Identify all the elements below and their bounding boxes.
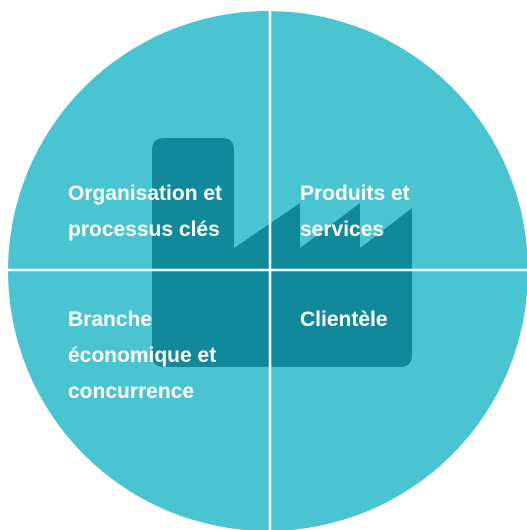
label-line: Branche: [68, 308, 153, 331]
label-line: Produits et: [300, 182, 410, 205]
label-line: concurrence: [68, 380, 195, 403]
quadrant-label-clientele: Clientèle: [300, 302, 500, 338]
label-line: économique et: [68, 344, 217, 367]
label-line: Organisation et: [68, 182, 223, 205]
label-line: processus clés: [68, 218, 220, 241]
quadrant-label-organisation: Organisation et processus clés: [68, 176, 268, 248]
quadrant-label-branche: Branche économique et concurrence: [68, 302, 268, 410]
quadrant-label-produits: Produits et services: [300, 176, 500, 248]
factory-icon: [152, 138, 412, 367]
label-line: Clientèle: [300, 308, 388, 331]
label-line: services: [300, 218, 385, 241]
